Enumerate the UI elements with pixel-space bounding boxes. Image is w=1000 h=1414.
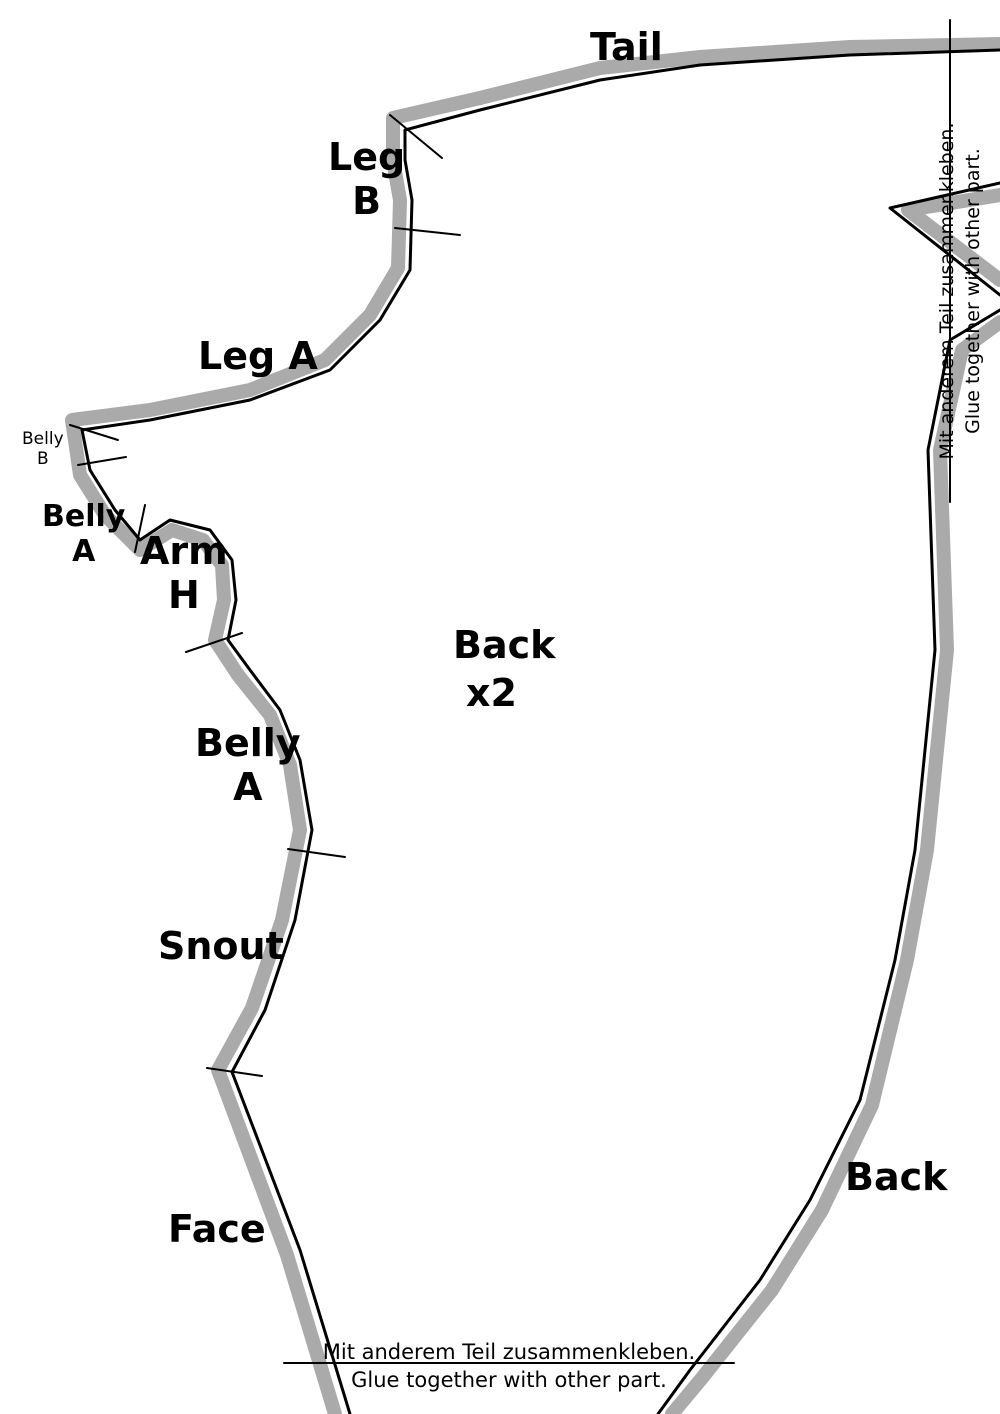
label-arm-h: Arm H <box>140 529 228 617</box>
label-back-edge: Back <box>845 1155 948 1199</box>
seam-allowance-right <box>665 315 1000 1414</box>
glue-note-de: Mit anderem Teil zusammenkleben. <box>322 1340 696 1364</box>
cut-line-notch <box>888 181 1000 297</box>
glue-note-de-rotated: Mit anderem Teil zusammenkleben. <box>936 122 958 460</box>
label-leg-b: Leg B <box>328 135 406 223</box>
label-face: Face <box>168 1207 266 1251</box>
seam-allowance-notch <box>901 188 1000 287</box>
glue-note-en: Glue together with other part. <box>351 1368 667 1392</box>
cut-line-left <box>80 48 1000 1414</box>
cut-line-right <box>656 308 1000 1414</box>
piece-name: Back <box>453 623 556 667</box>
label-belly-b: Belly B <box>22 429 64 469</box>
label-snout: Snout <box>158 924 284 968</box>
glue-note-bottom: Mit anderem Teil zusammenkleben. Glue to… <box>284 1338 734 1394</box>
label-tail: Tail <box>590 25 663 69</box>
glue-note-right: Mit anderem Teil zusammenkleben. Glue to… <box>934 81 986 501</box>
label-belly-a: Belly A <box>195 721 301 809</box>
piece-count: x2 <box>466 671 517 715</box>
glue-note-en-rotated: Glue together with other part. <box>962 148 984 434</box>
label-leg-a: Leg A <box>198 334 318 378</box>
notch-marks <box>69 114 461 1077</box>
label-belly-a-small: Belly A <box>42 499 126 569</box>
